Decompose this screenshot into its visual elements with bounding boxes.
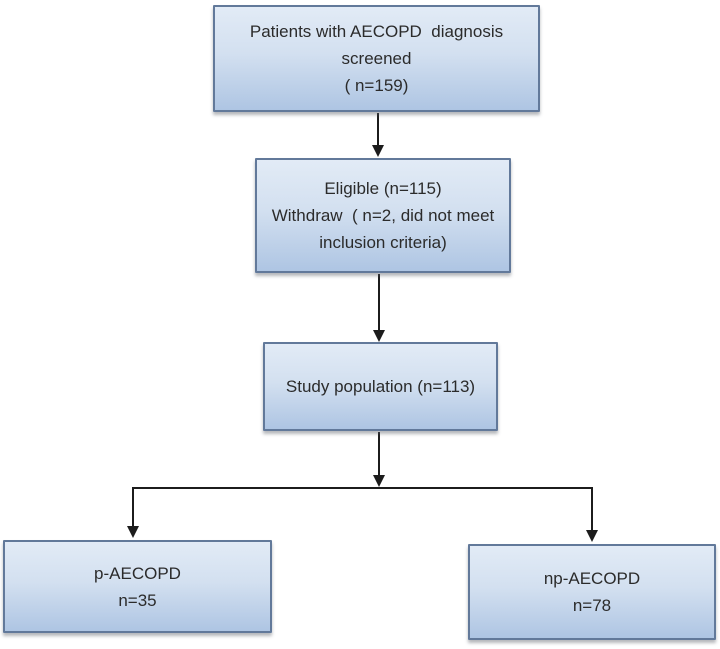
p-aecopd-text-line-1: p-AECOPD <box>94 563 181 583</box>
np-aecopd-text-line-1: np-AECOPD <box>543 569 641 588</box>
np-aecopd-text-line-2: n=78 <box>572 596 612 615</box>
arrowhead-to-p-aecopd <box>127 526 139 538</box>
flow-box-screened: Patients with AECOPD diagnosis screened … <box>213 5 540 112</box>
eligible-text-line-3: inclusion criteria) <box>319 233 447 252</box>
eligible-text-line-1: Eligible (n=115) <box>324 179 442 198</box>
flow-box-np-aecopd: np-AECOPD n=78 <box>468 544 716 640</box>
study-population-text-line-1: Study population (n=113) <box>285 377 476 396</box>
arrowhead-to-branch <box>373 475 385 487</box>
branch-connector-line <box>132 487 593 531</box>
eligible-text-line-2: Withdraw ( n=2, did not meet <box>271 206 495 225</box>
arrowhead-to-eligible <box>372 145 384 157</box>
flow-box-study-population: Study population (n=113) <box>263 342 498 431</box>
screened-text-line-3: ( n=159) <box>344 76 409 95</box>
arrowhead-to-np-aecopd <box>586 530 598 542</box>
arrowhead-to-study <box>373 330 385 342</box>
screened-text-line-1: Patients with AECOPD diagnosis <box>249 22 504 41</box>
p-aecopd-text-line-2: n=35 <box>118 590 157 610</box>
flow-box-p-aecopd: p-AECOPD n=35 <box>3 540 272 633</box>
flow-box-eligible: Eligible (n=115) Withdraw ( n=2, did not… <box>255 158 511 273</box>
screened-text-line-2: screened <box>341 49 412 68</box>
